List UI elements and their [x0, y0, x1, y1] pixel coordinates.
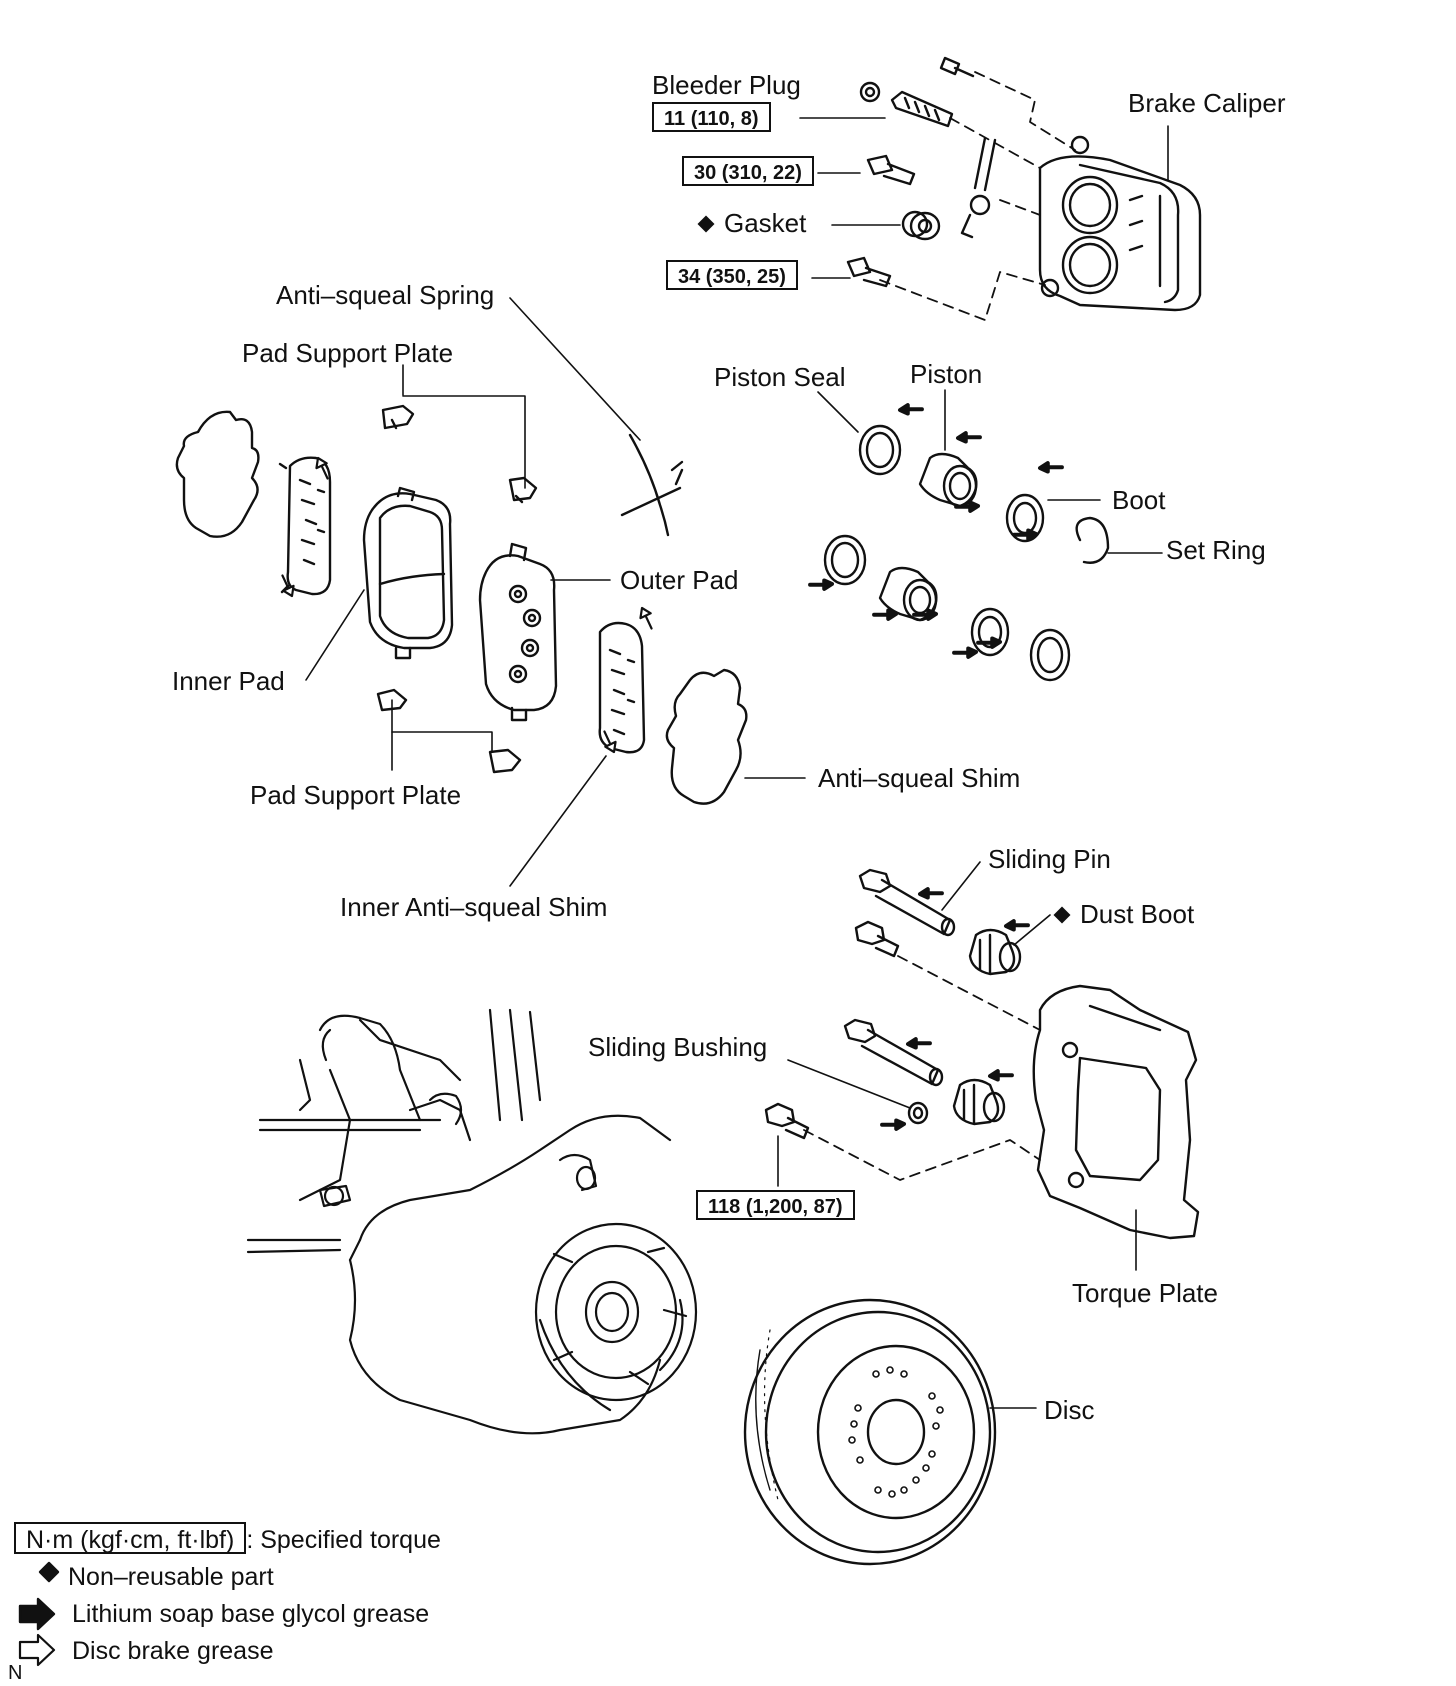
label-inner-anti-squeal-shim: Inner Anti–squeal Shim — [340, 892, 608, 922]
legend-disc-grease-row: Disc brake grease — [72, 1636, 273, 1666]
legend-torque-unit: N·m (kgf·cm, ft·lbf) — [14, 1522, 247, 1554]
leader-lines-pad — [305, 297, 806, 887]
label-set-ring: Set Ring — [1166, 535, 1266, 565]
left-anti-squeal-shim — [175, 410, 260, 538]
corner-mark: N — [8, 1662, 23, 1684]
inner-pad-drawing — [362, 486, 454, 660]
label-dust-boot: Dust Boot — [1053, 899, 1195, 929]
label-piston-seal: Piston Seal — [714, 362, 846, 392]
right-anti-squeal-shim — [665, 668, 748, 805]
torque-bleeder-plug: 11 (110, 8) — [652, 102, 771, 132]
label-piston: Piston — [910, 359, 983, 389]
leader-lines-top — [799, 117, 1169, 279]
brake-hose — [960, 136, 997, 239]
legend-lithium-row: Lithium soap base glycol grease — [72, 1599, 429, 1629]
caliper-bolt — [846, 256, 892, 288]
pad-support-plates — [376, 404, 538, 774]
leader-lines-piston — [817, 389, 1163, 554]
label-outer-pad: Outer Pad — [620, 565, 739, 595]
union-bolt — [866, 154, 916, 186]
brake-disc-drawing — [743, 1298, 997, 1566]
torque-caliper-bolt: 34 (350, 25) — [666, 260, 798, 290]
label-bleeder-plug: Bleeder Plug — [652, 70, 801, 100]
non-reusable-diamond-icon — [1053, 906, 1071, 924]
sliding-pin-lower — [843, 1018, 944, 1087]
steering-knuckle-drawing — [246, 1008, 698, 1435]
bolt-torque-plate — [764, 1102, 810, 1140]
legend-lithium-text: Lithium soap base glycol grease — [72, 1600, 430, 1628]
label-anti-squeal-shim: Anti–squeal Shim — [818, 763, 1021, 793]
label-pad-support-plate-top: Pad Support Plate — [242, 338, 454, 368]
label-disc: Disc — [1044, 1395, 1095, 1425]
label-gasket: Gasket — [697, 208, 807, 238]
outer-pad-drawing — [478, 542, 558, 722]
label-torque-plate: Torque Plate — [1072, 1278, 1218, 1308]
label-boot: Boot — [1112, 485, 1166, 515]
legend-non-reusable-text: Non–reusable part — [68, 1563, 274, 1591]
label-sliding-bushing: Sliding Bushing — [588, 1032, 768, 1062]
legend-torque-row: N·m (kgf·cm, ft·lbf): Specified torque — [14, 1522, 441, 1555]
right-inner-shim — [598, 621, 646, 754]
bolt-upper — [854, 920, 900, 958]
legend-hollow-arrow — [18, 1633, 56, 1667]
legend-diamond — [38, 1561, 60, 1583]
dust-boot-upper — [968, 928, 1022, 976]
legend-non-reusable-row: Non–reusable part — [68, 1562, 274, 1592]
sliding-bushing-drawing — [907, 1101, 929, 1125]
dashed-lines-bottom — [803, 955, 1041, 1181]
sliding-pin-upper — [858, 868, 956, 937]
legend-solid-arrow — [18, 1597, 56, 1631]
piston-group-upper — [858, 424, 1110, 564]
gasket-text: Gasket — [724, 208, 807, 238]
gasket-drawing — [901, 210, 941, 241]
brake-caliper-drawing — [1038, 135, 1202, 312]
label-anti-squeal-spring: Anti–squeal Spring — [276, 280, 495, 310]
dust-boot-text: Dust Boot — [1080, 899, 1195, 929]
label-pad-support-plate-bottom: Pad Support Plate — [250, 780, 462, 810]
dust-boot-lower — [952, 1078, 1006, 1126]
leader-lines-bottom — [777, 861, 1137, 1409]
legend-disc-grease-text: Disc brake grease — [72, 1637, 274, 1665]
piston-group-lower — [823, 534, 1071, 682]
label-inner-pad: Inner Pad — [172, 666, 285, 696]
torque-union-bolt: 30 (310, 22) — [682, 156, 814, 186]
anti-squeal-spring-drawing — [620, 433, 684, 537]
non-reusable-diamond-icon — [697, 215, 715, 233]
torque-torque-plate-bolt: 118 (1,200, 87) — [696, 1190, 855, 1220]
label-brake-caliper: Brake Caliper — [1128, 88, 1286, 118]
dashed-lines-top — [879, 71, 1076, 321]
bleeder-plug-parts — [859, 56, 975, 128]
legend-torque-desc: : Specified torque — [246, 1526, 441, 1554]
torque-plate-drawing — [1032, 984, 1200, 1240]
left-inner-shim — [278, 456, 332, 596]
label-sliding-pin: Sliding Pin — [988, 844, 1111, 874]
